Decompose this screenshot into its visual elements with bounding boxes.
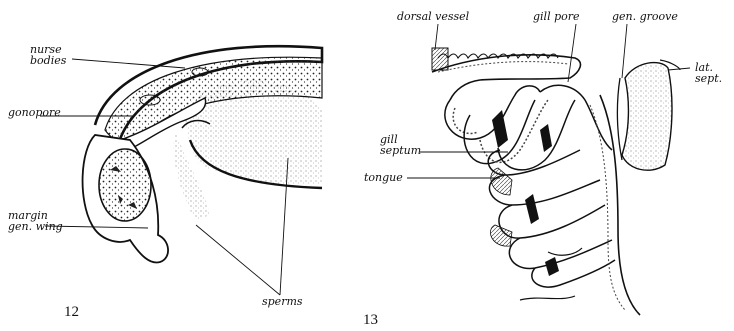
figure-12-number: 12: [64, 304, 79, 321]
label-sept: sept.: [695, 72, 722, 85]
tongue-bar: [491, 168, 512, 195]
label-gen-wing: gen. wing: [8, 220, 63, 233]
figure-12-drawing: [40, 46, 322, 295]
figure-13-number: 13: [363, 312, 378, 329]
label-gill-pore: gill pore: [533, 11, 580, 22]
label-dorsal-vessel: dorsal vessel: [397, 11, 469, 22]
figure-13-drawing: [407, 24, 690, 315]
wing-oval: [99, 149, 151, 221]
lateral-septum: [622, 63, 672, 171]
dorsal-lamina: [432, 55, 580, 100]
label-gen-groove: gen. groove: [612, 11, 678, 22]
label-lat-sept: lat. sept.: [695, 62, 722, 84]
label-septum: septum: [380, 144, 421, 157]
label-margin-gen-wing: margin gen. wing: [8, 210, 63, 232]
label-tongue: tongue: [364, 172, 403, 183]
label-nurse-bodies: nurse bodies: [30, 44, 66, 66]
label-gill-septum: gill septum: [380, 134, 421, 156]
label-nurse-bodies-line2: bodies: [30, 54, 66, 67]
label-gonopore: gonopore: [8, 107, 61, 118]
label-sperms: sperms: [262, 296, 303, 307]
